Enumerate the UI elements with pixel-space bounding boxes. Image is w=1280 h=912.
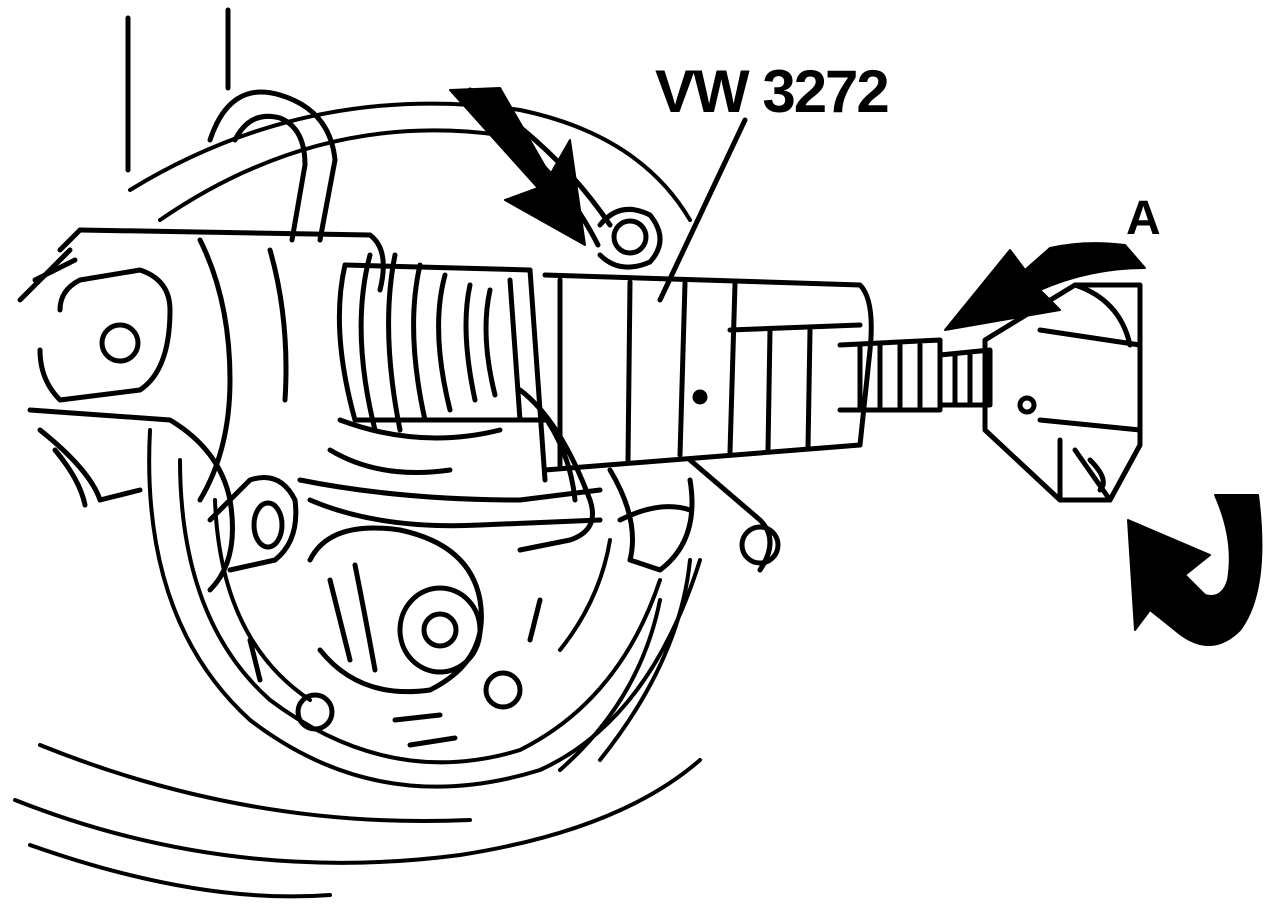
wheel-hub (247, 525, 543, 748)
tool-vw-3272 (542, 272, 993, 573)
tool-label: VW 3272 (655, 58, 890, 125)
brake-disc (147, 428, 702, 789)
piston-boot (336, 252, 548, 483)
rotation-arrow (1127, 494, 1263, 646)
hex-nut (982, 282, 1143, 503)
press-arrow-top (449, 87, 586, 246)
brake-hose (207, 87, 663, 270)
reference-lines (125, 7, 231, 173)
direction-arrow-a (944, 242, 1146, 331)
tool-leader-line (657, 117, 748, 303)
detail-label-a: A (1126, 192, 1161, 245)
caliper-body (17, 227, 603, 593)
